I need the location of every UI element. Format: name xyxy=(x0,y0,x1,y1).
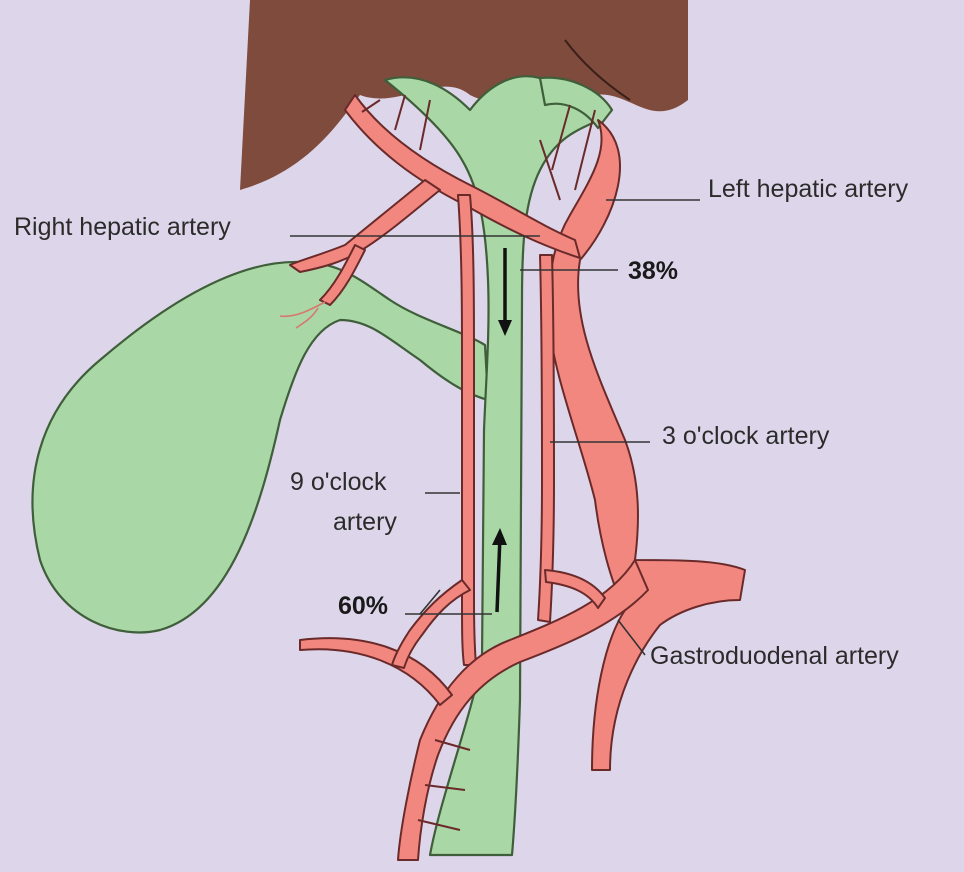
hepatic-branch-2 xyxy=(395,95,405,130)
gallbladder xyxy=(33,262,489,633)
label-pct-38: 38% xyxy=(628,257,678,285)
supraduodenal-branch xyxy=(300,638,452,705)
label-gastroduodenal-artery: Gastroduodenal artery xyxy=(650,642,899,670)
label-nine-oclock-line1: 9 o'clock xyxy=(290,468,387,496)
label-nine-oclock-line2: artery xyxy=(333,508,397,536)
connecting-branch-left xyxy=(392,580,470,668)
label-right-hepatic-artery: Right hepatic artery xyxy=(14,213,231,241)
connecting-branch-right xyxy=(545,570,605,608)
label-three-oclock-artery: 3 o'clock artery xyxy=(662,422,830,450)
label-pct-60: 60% xyxy=(338,592,388,620)
three-oclock-artery xyxy=(538,255,554,622)
label-left-hepatic-artery: Left hepatic artery xyxy=(708,175,909,203)
right-hepatic-artery xyxy=(290,180,440,272)
